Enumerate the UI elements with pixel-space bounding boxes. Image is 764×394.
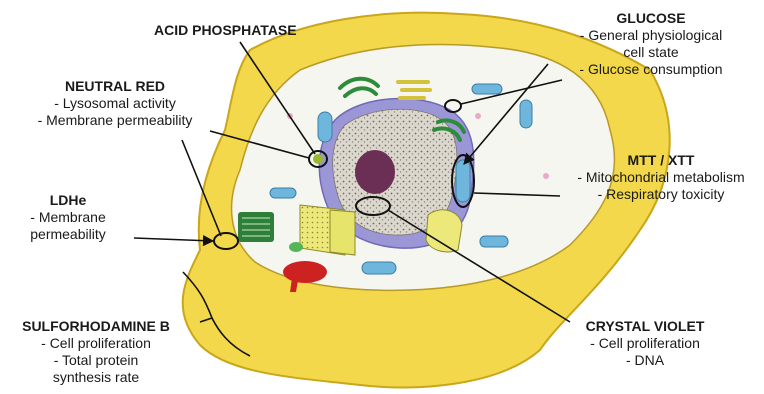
neutral-red-title: NEUTRAL RED [10,78,220,95]
label-sulforhodamine-b: SULFORHODAMINE B - Cell proliferation - … [6,318,186,386]
acid-phosphatase-title: ACID PHOSPHATASE [154,22,297,39]
sulforhodamine-line-3: synthesis rate [6,369,186,386]
green-stack-lower [238,212,274,242]
rough-er-stack [300,205,355,255]
sulforhodamine-line-1: - Cell proliferation [6,335,186,352]
crystal-violet-line-1: - Cell proliferation [560,335,730,352]
mtt-xtt-line-2: - Respiratory toxicity [568,186,754,203]
glucose-title: GLUCOSE [556,10,746,27]
neutral-red-line-2: - Membrane permeability [10,112,220,129]
ldhe-title: LDHe [18,192,118,209]
label-crystal-violet: CRYSTAL VIOLET - Cell proliferation - DN… [560,318,730,369]
glucose-line-1: - General physiological [556,27,746,44]
ldhe-line-2: permeability [18,226,118,243]
crystal-violet-title: CRYSTAL VIOLET [560,318,730,335]
rough-er-right [426,210,462,252]
mtt-xtt-title: MTT / XTT [568,152,754,169]
label-neutral-red: NEUTRAL RED - Lysosomal activity - Membr… [10,78,220,129]
label-glucose: GLUCOSE - General physiological cell sta… [556,10,746,78]
sulforhodamine-title: SULFORHODAMINE B [6,318,186,335]
label-mtt-xtt: MTT / XTT - Mitochondrial metabolism - R… [568,152,754,203]
crystal-violet-line-2: - DNA [560,352,730,369]
lysosome-dot [313,154,323,164]
label-ldhe: LDHe - Membrane permeability [18,192,118,243]
neutral-red-line-1: - Lysosomal activity [10,95,220,112]
sulforhodamine-line-2: - Total protein [6,352,186,369]
ldhe-line-1: - Membrane [18,209,118,226]
glucose-line-2: cell state [556,44,746,61]
nucleolus [355,150,395,194]
glucose-line-3: - Glucose consumption [556,61,746,78]
label-acid-phosphatase: ACID PHOSPHATASE [154,22,297,39]
mtt-xtt-line-1: - Mitochondrial metabolism [568,169,754,186]
small-green-vesicle [289,242,303,252]
